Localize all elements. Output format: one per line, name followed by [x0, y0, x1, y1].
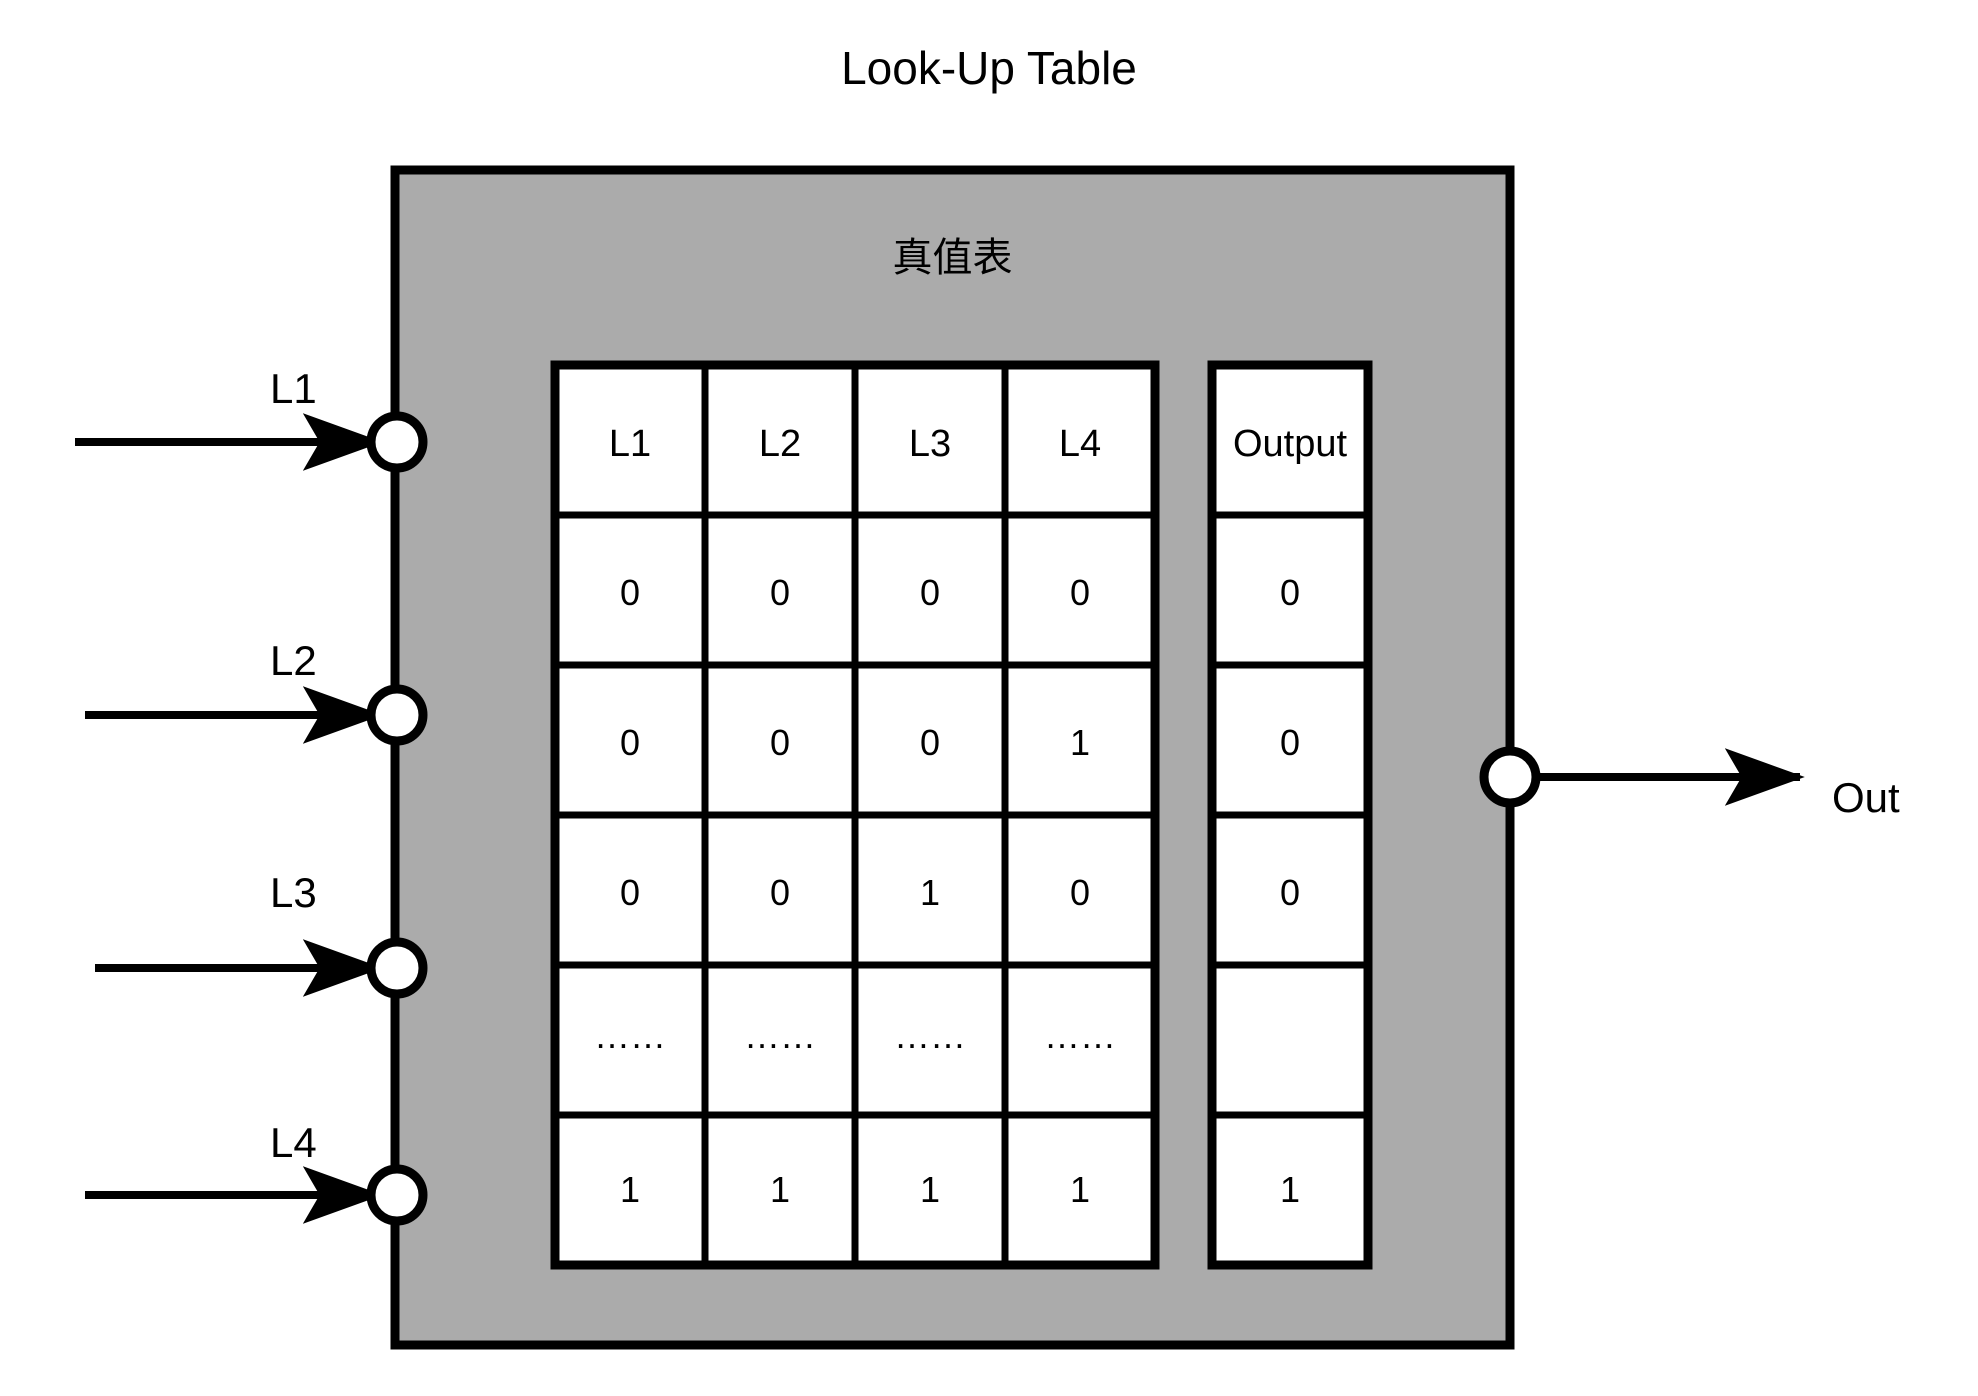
input-label-l2: L2 — [270, 637, 317, 684]
table-cell: 0 — [1069, 872, 1091, 913]
table-cell: 1 — [1069, 722, 1091, 763]
table-cell: …… — [1044, 1015, 1116, 1056]
table-header-cell: L4 — [1058, 423, 1102, 465]
output-label-out: Out — [1832, 774, 1900, 821]
table-cell: …… — [894, 1015, 966, 1056]
table-cell: 0 — [919, 722, 941, 763]
input-port-circle-l1[interactable] — [366, 411, 428, 473]
table-cell: 1 — [1069, 1169, 1091, 1210]
table-header-cell: L1 — [608, 423, 652, 465]
table-cell: 0 — [1069, 572, 1091, 613]
table-cell: 1 — [769, 1169, 791, 1210]
input-label-l1: L1 — [270, 365, 317, 412]
input-port-circle-l4[interactable] — [366, 1164, 428, 1226]
table-cell-output: 0 — [1279, 572, 1301, 613]
table-cell: 1 — [919, 872, 941, 913]
table-cell-output: 1 — [1279, 1169, 1301, 1210]
table-cell: 0 — [919, 572, 941, 613]
table-cell: 0 — [769, 872, 791, 913]
output-port-circle-out[interactable] — [1479, 746, 1541, 808]
input-label-l3: L3 — [270, 869, 317, 916]
table-header-cell: L3 — [908, 423, 952, 465]
block-caption: 真值表 — [892, 235, 1013, 281]
table-cell: 0 — [619, 872, 641, 913]
table-cell: 0 — [769, 722, 791, 763]
table-header-cell: L2 — [758, 423, 802, 465]
table-cell: 1 — [619, 1169, 641, 1210]
table-cell: …… — [594, 1015, 666, 1056]
table-cell: …… — [744, 1015, 816, 1056]
table-cell-output: 0 — [1279, 872, 1301, 913]
table-cell: 0 — [619, 572, 641, 613]
table-header-cell-output: Output — [1232, 423, 1348, 465]
input-port-circle-l3[interactable] — [366, 937, 428, 999]
table-cell: 0 — [769, 572, 791, 613]
input-label-l4: L4 — [270, 1119, 317, 1166]
page-title: Look-Up Table — [841, 42, 1137, 94]
table-cell: 1 — [919, 1169, 941, 1210]
input-port-circle-l2[interactable] — [366, 684, 428, 746]
table-cell-output: 0 — [1279, 722, 1301, 763]
table-cell: 0 — [619, 722, 641, 763]
